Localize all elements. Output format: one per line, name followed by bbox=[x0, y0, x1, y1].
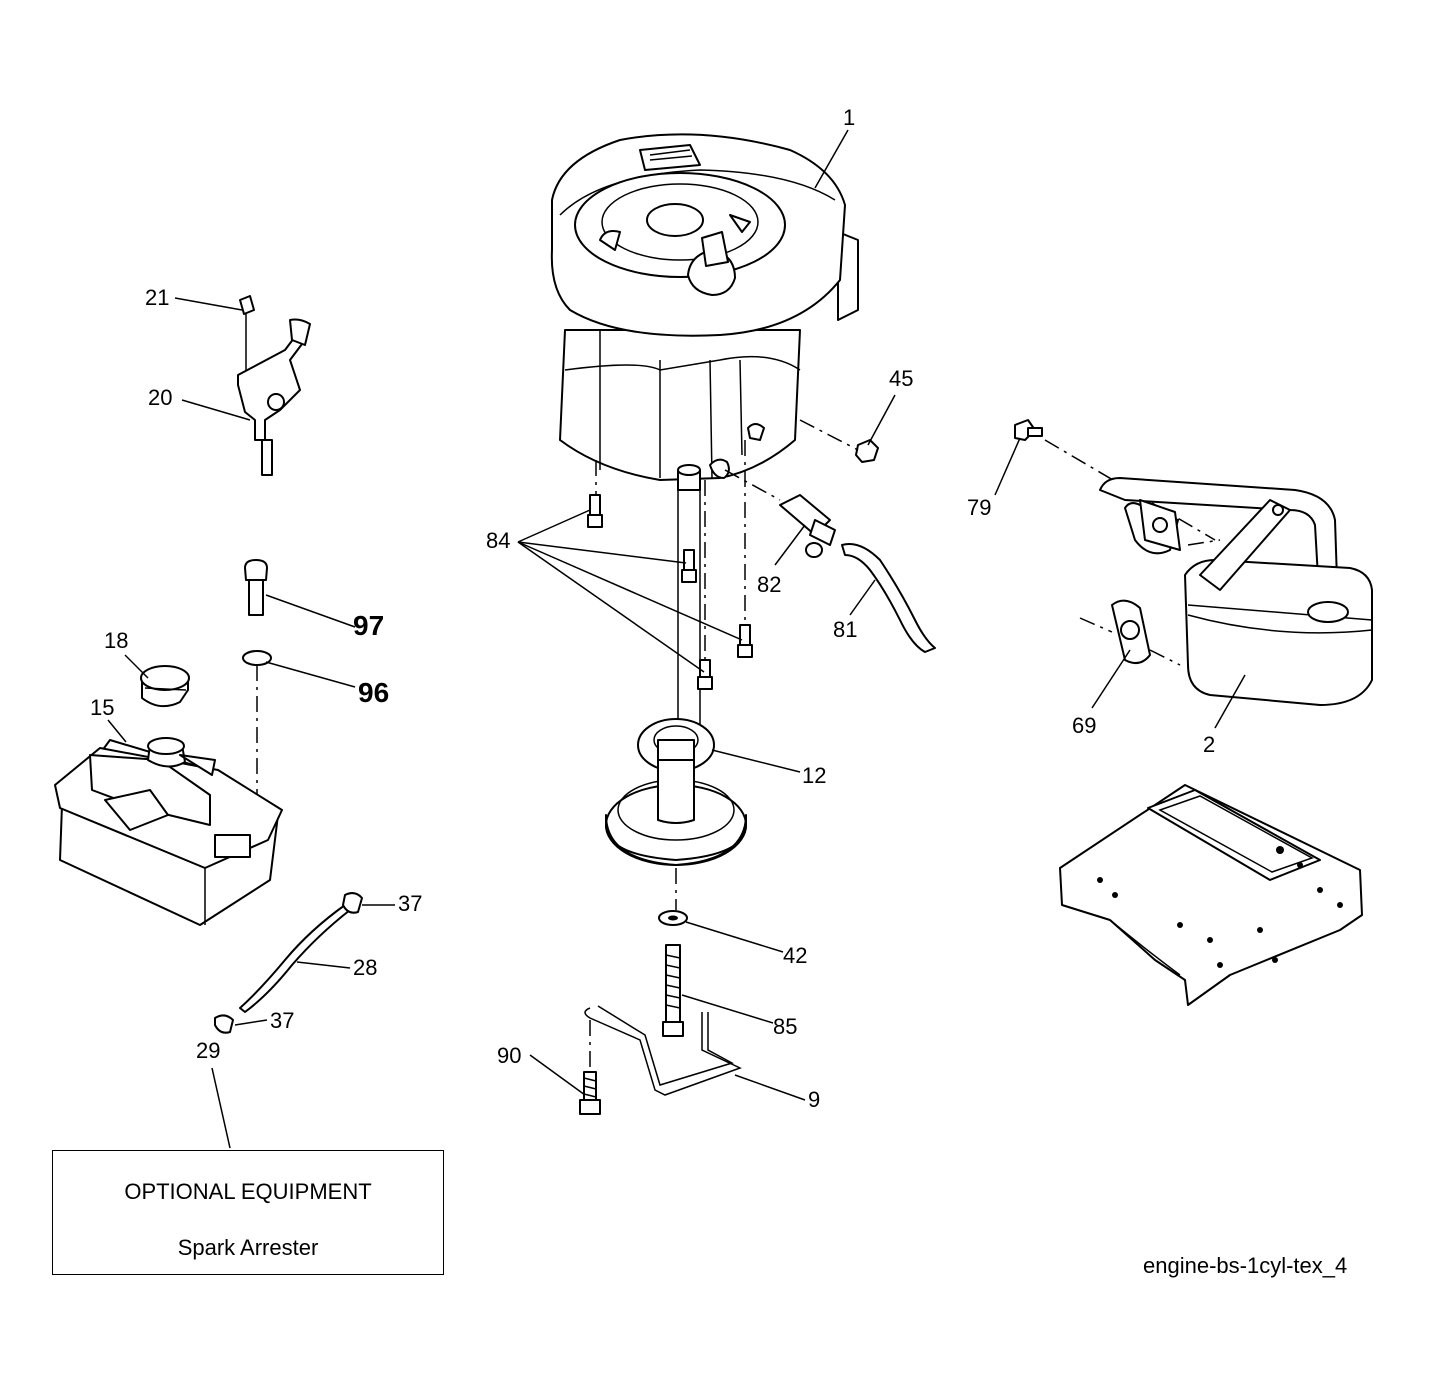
callout-20: 20 bbox=[148, 385, 172, 410]
callout-2: 2 bbox=[1203, 732, 1215, 757]
callout-96: 96 bbox=[358, 677, 389, 708]
callout-28: 28 bbox=[353, 955, 377, 980]
nut-45 bbox=[855, 439, 879, 463]
callout-84: 84 bbox=[486, 528, 510, 553]
callout-1: 1 bbox=[843, 105, 855, 130]
callout-79: 79 bbox=[967, 495, 991, 520]
muffler-2 bbox=[1099, 477, 1373, 706]
bolt-90 bbox=[579, 1020, 601, 1115]
callout-37-bottom: 37 bbox=[270, 1008, 294, 1033]
diagram-code: engine-bs-1cyl-tex_4 bbox=[1143, 1253, 1348, 1278]
callout-labels: 1 2 9 12 15 18 20 21 28 29 37 37 42 45 6… bbox=[90, 105, 1215, 1112]
callout-97: 97 bbox=[353, 610, 384, 641]
callout-21: 21 bbox=[145, 285, 169, 310]
fuel-tank-15 bbox=[54, 737, 283, 926]
callout-15: 15 bbox=[90, 695, 114, 720]
fuel-line-28 bbox=[214, 892, 363, 1034]
gasket-69 bbox=[1079, 539, 1221, 666]
leader-lines bbox=[107, 129, 1246, 1149]
bolts-84 bbox=[587, 440, 753, 690]
mounting-plate bbox=[1059, 784, 1363, 1006]
bracket-9 bbox=[584, 1005, 742, 1096]
optional-equipment-item: Spark Arrester bbox=[177, 1235, 319, 1260]
optional-equipment-title: OPTIONAL EQUIPMENT bbox=[124, 1179, 372, 1204]
callout-9: 9 bbox=[808, 1087, 820, 1112]
pulley-assembly bbox=[605, 464, 747, 866]
callout-81: 81 bbox=[833, 617, 857, 642]
callout-85: 85 bbox=[773, 1014, 797, 1039]
callout-37-top: 37 bbox=[398, 891, 422, 916]
callout-45: 45 bbox=[889, 366, 913, 391]
screw-97 bbox=[242, 559, 272, 835]
callout-29: 29 bbox=[196, 1038, 220, 1063]
optional-equipment-box: OPTIONAL EQUIPMENT Spark Arrester bbox=[52, 1150, 444, 1275]
callout-90: 90 bbox=[497, 1043, 521, 1068]
callout-12: 12 bbox=[802, 763, 826, 788]
fuel-filter-82 bbox=[724, 469, 936, 653]
throttle-bracket-20 bbox=[237, 295, 311, 476]
fuel-cap-18 bbox=[140, 665, 190, 708]
callout-69: 69 bbox=[1072, 713, 1096, 738]
callout-18: 18 bbox=[104, 628, 128, 653]
engine bbox=[550, 133, 859, 481]
bolt-85 bbox=[658, 868, 688, 1037]
callout-42: 42 bbox=[783, 943, 807, 968]
callout-82: 82 bbox=[757, 572, 781, 597]
